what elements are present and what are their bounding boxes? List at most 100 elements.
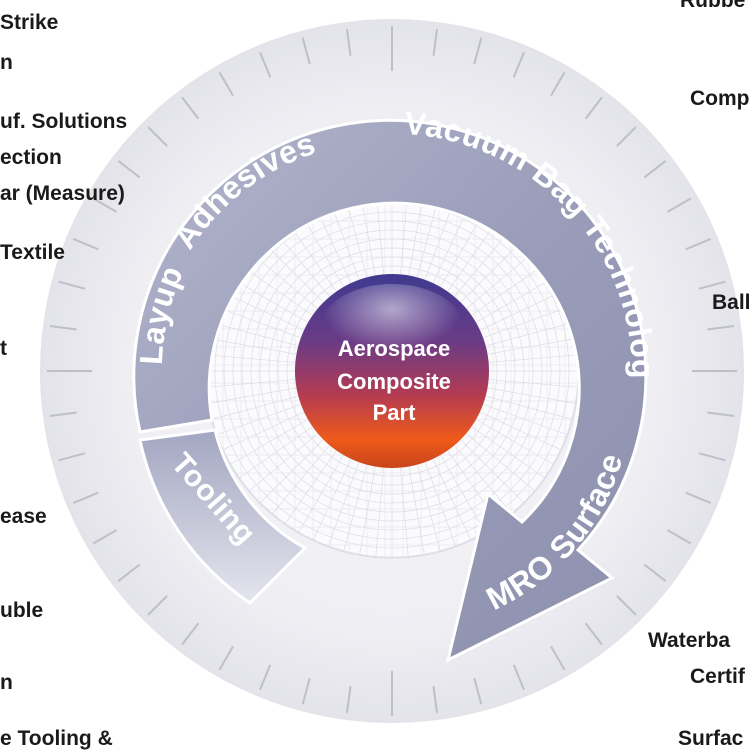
grid-spoke xyxy=(460,238,525,303)
ring-tick xyxy=(259,664,272,691)
ring-tick xyxy=(218,71,234,97)
ring-tick xyxy=(345,686,352,714)
hub-line-3: Part xyxy=(373,400,416,425)
grid-spoke xyxy=(475,419,555,465)
ring-tick xyxy=(117,160,141,179)
grid-spoke xyxy=(222,411,305,451)
grid-spoke xyxy=(205,354,296,363)
ring-tick xyxy=(301,677,311,705)
left-label-uf-solutions: uf. Solutions xyxy=(0,110,128,133)
grid-spoke xyxy=(211,322,299,347)
grid-spoke xyxy=(483,306,568,339)
ring-tick xyxy=(512,51,525,78)
ring-tick xyxy=(550,645,566,671)
ring-tick xyxy=(666,529,692,545)
ring-tick xyxy=(616,126,637,147)
right-label-waterba: Waterba xyxy=(648,629,731,652)
ring-tick xyxy=(707,411,735,418)
right-label-comp: Comp xyxy=(690,87,750,110)
grid-spoke xyxy=(216,306,301,339)
ring-tick xyxy=(49,411,77,418)
right-label-rubbe: Rubbe xyxy=(680,0,746,12)
grid-spoke xyxy=(475,277,555,323)
ring-tick xyxy=(666,197,692,213)
ring-tick xyxy=(685,491,712,504)
grid-spoke xyxy=(479,411,562,451)
ring-tick xyxy=(92,529,118,545)
outer-ring-ticks xyxy=(47,26,737,716)
tooling-band xyxy=(138,428,308,605)
ring-tick xyxy=(707,324,735,331)
ring-tick xyxy=(218,645,234,671)
grid-spoke xyxy=(483,403,568,436)
grid-spoke xyxy=(440,454,486,534)
grid-spoke xyxy=(466,433,536,492)
grid-spoke xyxy=(271,445,330,515)
ring-tick xyxy=(345,28,352,56)
grid-spoke xyxy=(205,379,296,388)
ring-tick xyxy=(698,452,726,462)
ring-tick xyxy=(473,37,483,65)
ring-tick xyxy=(550,71,566,97)
ring-tick xyxy=(147,126,168,147)
right-label-surfac: Surfac xyxy=(678,727,744,750)
grid-spoke xyxy=(298,454,344,534)
left-label-textile: Textile xyxy=(0,241,65,264)
left-label-ection: ection xyxy=(0,146,62,169)
left-label-strike: Strike xyxy=(0,11,59,34)
grid-spoke xyxy=(375,467,384,558)
ring-tick xyxy=(117,563,141,582)
ring-tick xyxy=(432,686,439,714)
grid-spoke xyxy=(487,338,577,355)
process-arrow-band xyxy=(132,118,648,663)
ring-tick xyxy=(512,664,525,691)
ring-tick xyxy=(147,595,168,616)
ring-tick xyxy=(616,595,637,616)
ring-tick xyxy=(432,28,439,56)
grid-spoke xyxy=(207,338,297,355)
grid-spoke xyxy=(471,426,546,479)
grid-spoke xyxy=(211,395,299,420)
ring-tick xyxy=(584,622,603,646)
grid-spoke xyxy=(488,354,579,363)
ring-tick xyxy=(698,280,726,290)
left-label-tooling: e Tooling & xyxy=(0,727,113,750)
grid-spoke xyxy=(238,426,313,479)
grid-spoke xyxy=(460,439,525,504)
left-label-measure: ar (Measure) xyxy=(0,182,125,205)
grid-spoke xyxy=(466,250,536,309)
left-label-n-2: n xyxy=(0,671,13,694)
ring-tick xyxy=(181,622,200,646)
grid-spoke xyxy=(216,403,301,436)
ring-tick xyxy=(92,197,118,213)
ring-tick xyxy=(685,238,712,251)
right-label-ball: Ball xyxy=(712,291,751,314)
grid-spoke xyxy=(327,462,360,547)
grid-spoke xyxy=(248,433,318,492)
left-label-t: t xyxy=(0,337,7,360)
ring-tick xyxy=(72,491,99,504)
grid-spoke xyxy=(400,467,409,558)
ring-tick xyxy=(473,677,483,705)
ring-tick xyxy=(584,96,603,120)
left-label-uble: uble xyxy=(0,599,44,622)
grid-spoke xyxy=(284,450,337,525)
grid-spoke xyxy=(343,464,368,552)
ring-tick xyxy=(301,37,311,65)
ring-tick xyxy=(643,563,667,582)
grid-spoke xyxy=(488,379,579,388)
left-label-n-1: n xyxy=(0,51,13,74)
ring-tick xyxy=(58,452,86,462)
ring-tick xyxy=(58,280,86,290)
grid-spoke xyxy=(471,263,546,316)
grid-spoke xyxy=(454,445,513,515)
ring-tick xyxy=(259,51,272,78)
ring-tick xyxy=(643,160,667,179)
hub-line-1: Aerospace xyxy=(338,336,451,361)
ring-tick xyxy=(49,324,77,331)
grid-spoke xyxy=(424,462,457,547)
right-label-certif: Certif xyxy=(690,665,745,688)
ring-tick xyxy=(181,96,200,120)
hub-line-2: Composite xyxy=(337,369,451,394)
